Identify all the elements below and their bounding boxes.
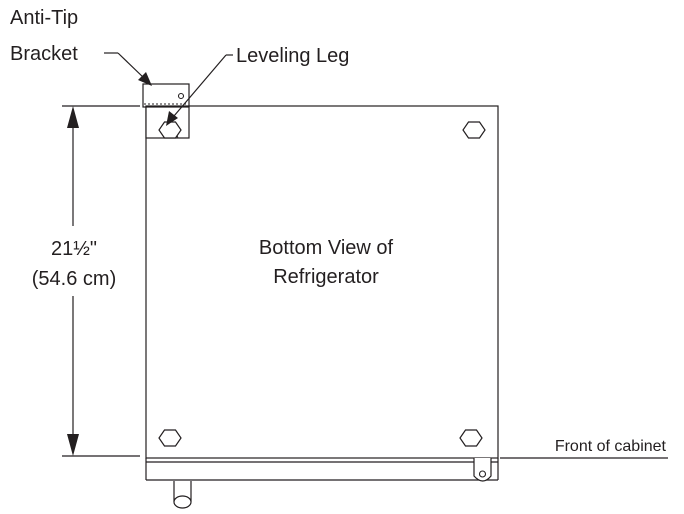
anti-tip-leader	[104, 52, 152, 86]
refrigerator-outline	[145, 105, 499, 459]
leveling-leg-hex-bottom-right	[459, 429, 483, 447]
leveling-leg-label: Leveling Leg	[236, 45, 349, 67]
leveling-leg-hex-top-left	[158, 121, 182, 139]
hinge-tab-right	[473, 458, 492, 482]
front-of-cabinet-label: Front of cabinet	[555, 438, 667, 455]
view-title-line1: Bottom View of	[259, 237, 394, 259]
dimension-metric-label: (54.6 cm)	[32, 268, 116, 290]
front-base-strip	[145, 458, 499, 481]
leveling-leg-hex-top-right	[462, 121, 486, 139]
dimension-arrow-up	[67, 106, 79, 128]
dimension-imperial-label: 21½"	[51, 238, 97, 260]
leveling-leg-leader	[166, 54, 233, 126]
anti-tip-label-line2: Bracket	[10, 43, 78, 65]
front-roller-left	[173, 481, 192, 509]
dimension-line	[67, 106, 79, 456]
dimension-arrow-down	[67, 434, 79, 456]
view-title-line2: Refrigerator	[273, 266, 379, 288]
anti-tip-label-line1: Anti-Tip	[10, 7, 78, 29]
leveling-leg-hex-bottom-left	[158, 429, 182, 447]
